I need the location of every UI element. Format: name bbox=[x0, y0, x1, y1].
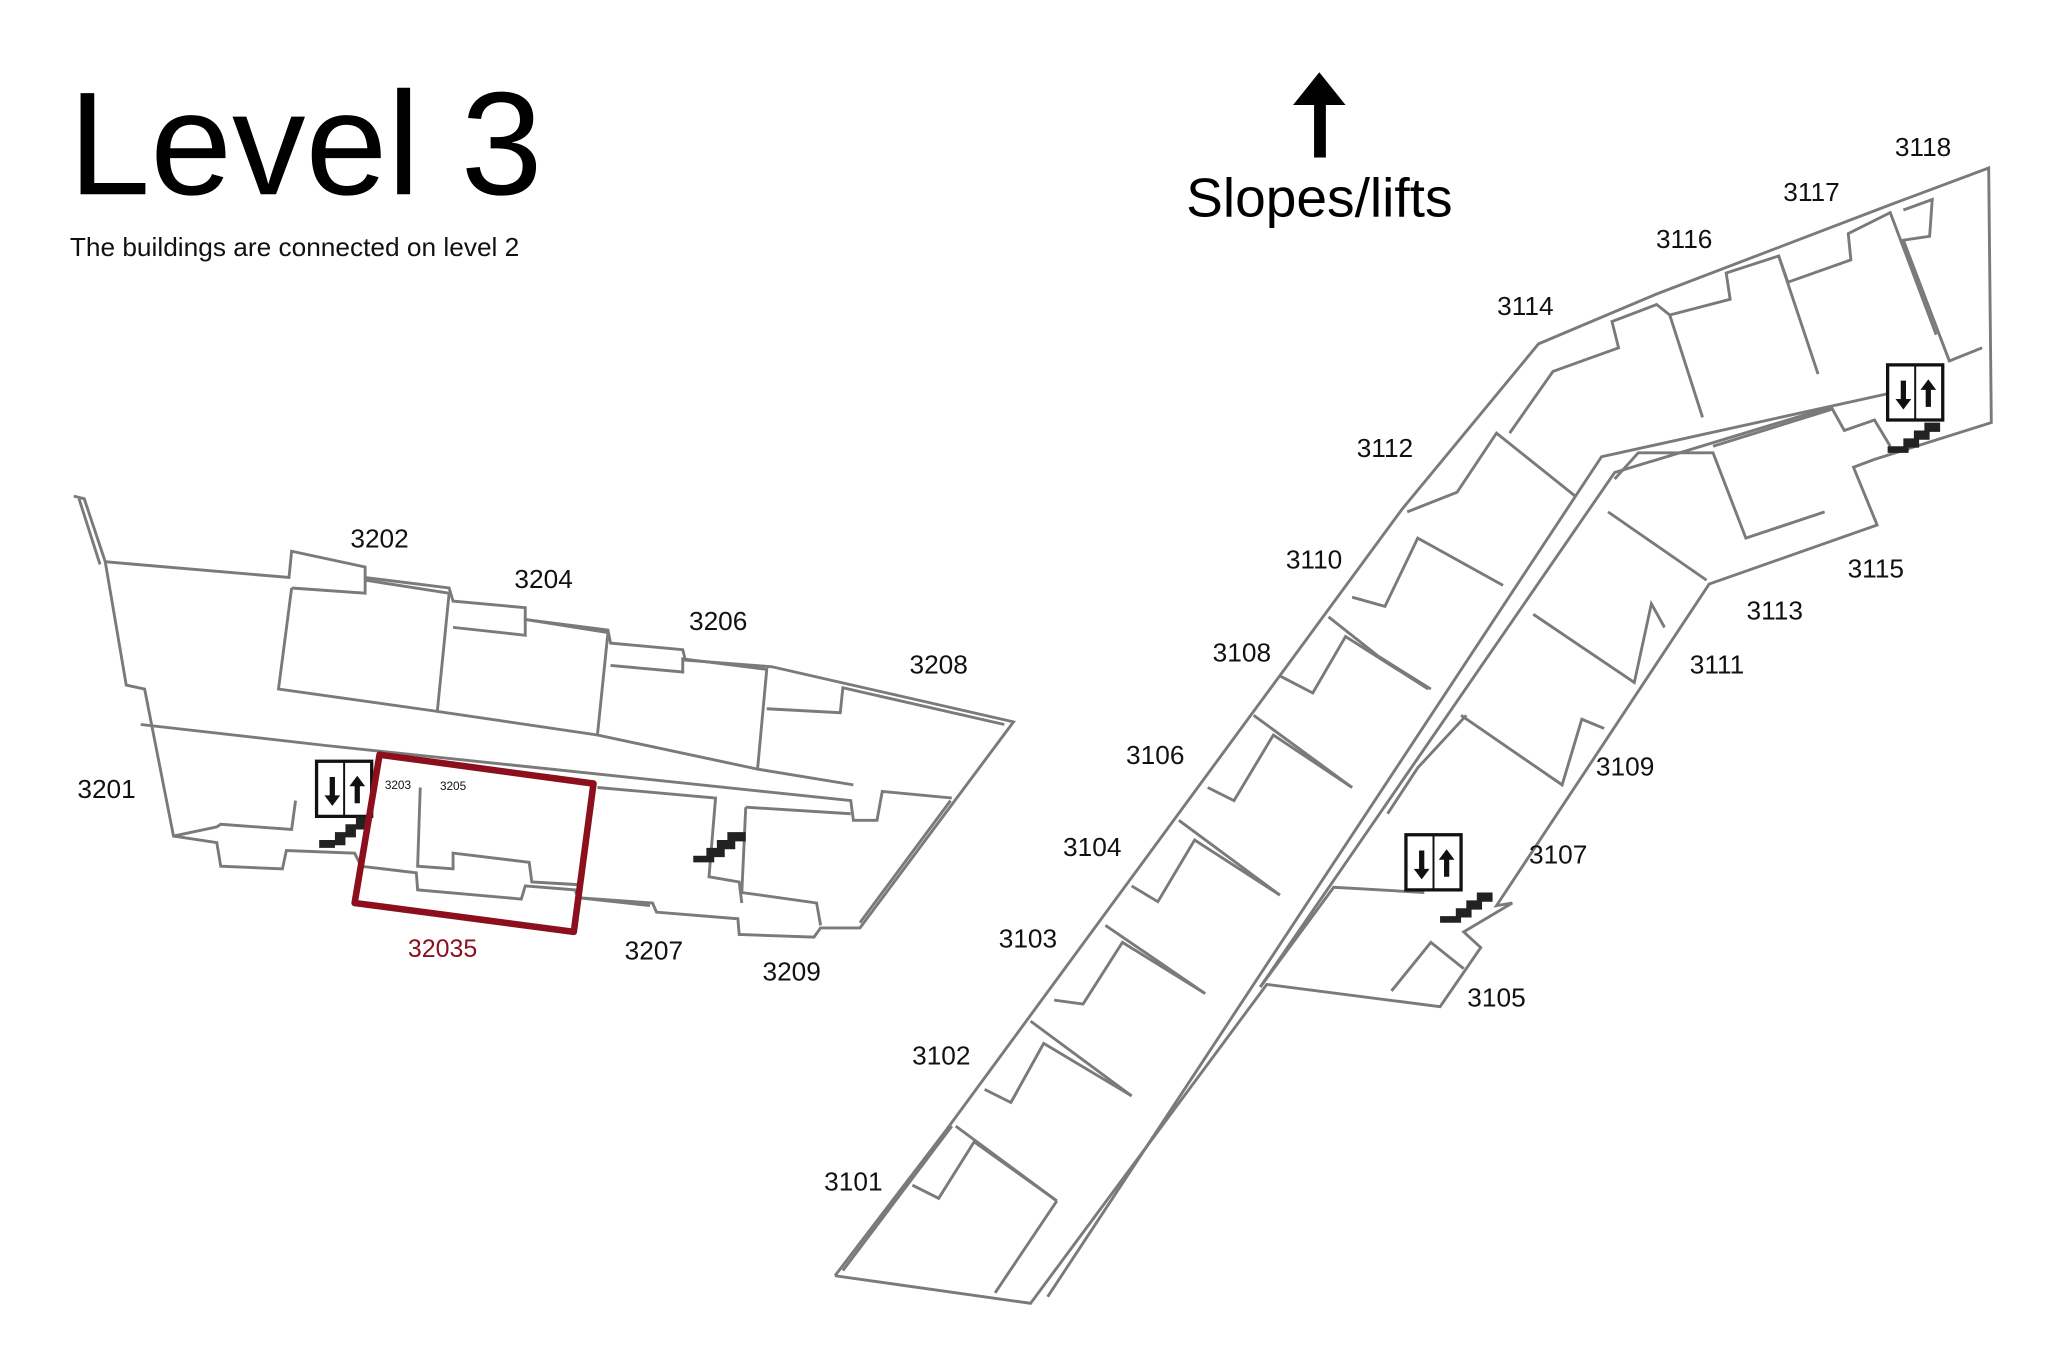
room-label: 3109 bbox=[1596, 752, 1654, 782]
room-label: 3104 bbox=[1063, 832, 1121, 862]
elevator-icon bbox=[1885, 363, 1945, 422]
room-label: 3209 bbox=[762, 956, 820, 986]
room-label: 3110 bbox=[1286, 544, 1342, 574]
highlight-label: 32035 bbox=[408, 935, 477, 963]
room-label: 3102 bbox=[912, 1040, 970, 1070]
building-31 bbox=[833, 165, 1993, 1305]
room-label: 3117 bbox=[1783, 177, 1839, 207]
stairs-icon bbox=[1887, 422, 1941, 453]
room-label: 3201 bbox=[77, 774, 135, 804]
page-title: Level 3 bbox=[69, 62, 543, 226]
room-label: 3111 bbox=[1690, 649, 1745, 679]
room-label: 3113 bbox=[1747, 596, 1803, 626]
room-label: 3103 bbox=[999, 924, 1057, 954]
room-label: 3106 bbox=[1126, 740, 1184, 770]
room-label: 3114 bbox=[1497, 291, 1553, 321]
highlighted-area[interactable] bbox=[351, 751, 597, 936]
room-label: 3107 bbox=[1529, 840, 1587, 870]
page-subtitle: The buildings are connected on level 2 bbox=[70, 232, 519, 262]
elevator-icon bbox=[1404, 833, 1463, 892]
room-label: 3207 bbox=[625, 935, 683, 965]
room-label: 3112 bbox=[1357, 433, 1413, 463]
room-label: 3202 bbox=[350, 523, 408, 553]
stairs-icon bbox=[1440, 892, 1493, 923]
room-label: 3118 bbox=[1895, 132, 1951, 162]
elevator-icon bbox=[314, 759, 374, 819]
room-label: 3108 bbox=[1213, 638, 1271, 668]
room-label: 3115 bbox=[1848, 554, 1904, 584]
slopes-lifts-label: Slopes/lifts bbox=[1186, 167, 1452, 229]
room-label: 3208 bbox=[909, 649, 967, 679]
room-label: 3101 bbox=[824, 1166, 882, 1196]
room-label: 3116 bbox=[1656, 224, 1712, 254]
room-label: 3105 bbox=[1467, 983, 1525, 1013]
room-label: 3204 bbox=[514, 564, 572, 594]
room-label-3205: 3205 bbox=[440, 779, 467, 793]
room-label-3203: 3203 bbox=[385, 778, 412, 792]
stairs-icon bbox=[693, 832, 746, 863]
arrow-up-icon bbox=[1293, 72, 1346, 158]
room-label: 3206 bbox=[689, 606, 747, 636]
stairs-icon bbox=[319, 816, 367, 848]
building-32 bbox=[73, 494, 1016, 939]
